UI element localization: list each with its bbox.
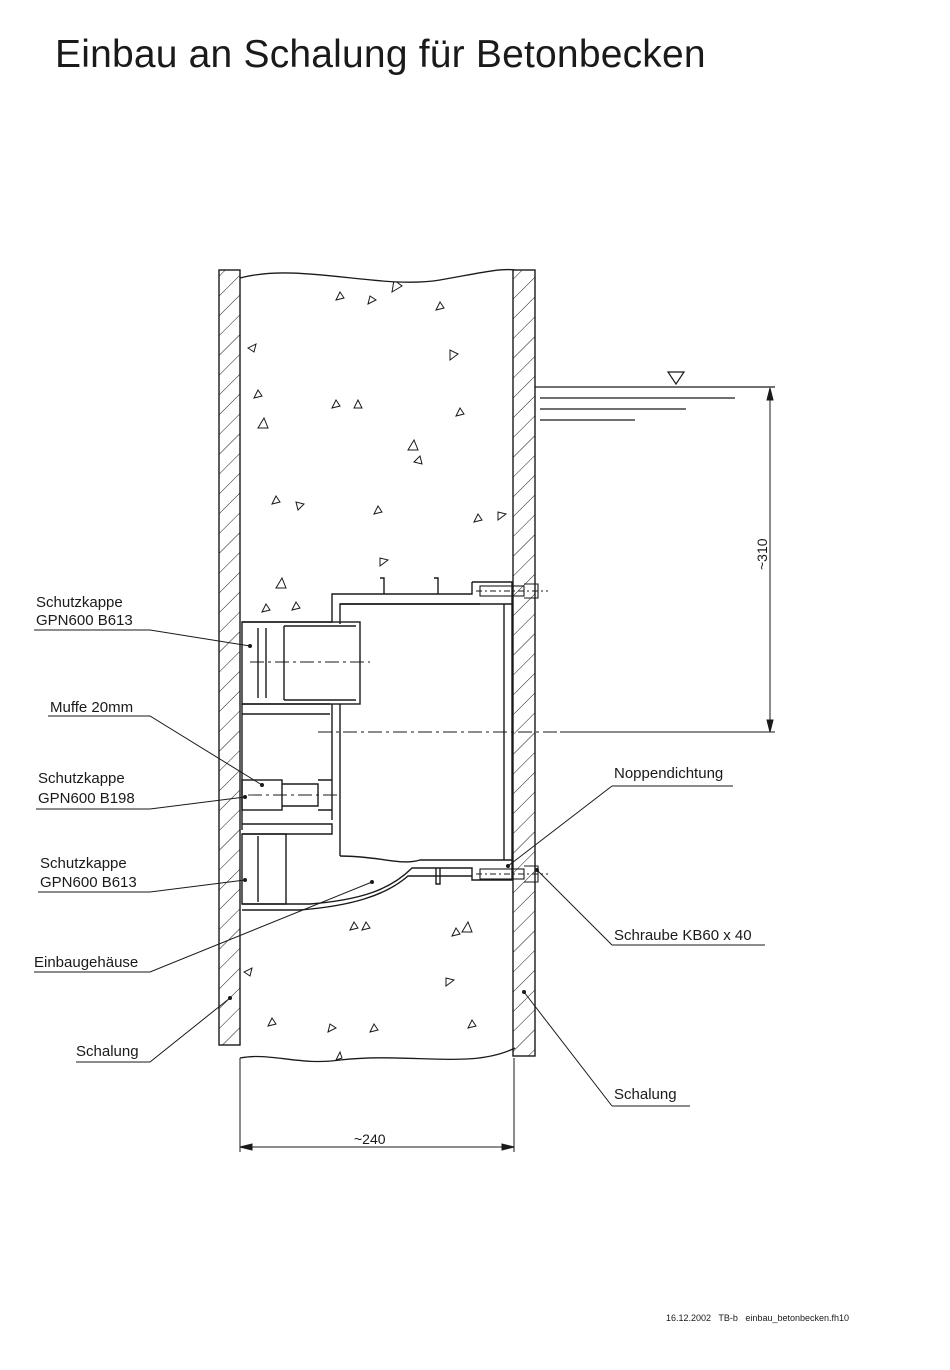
footer-file: einbau_betonbecken.fh10 (745, 1313, 849, 1323)
formwork-left (219, 270, 240, 1045)
installation-housing (242, 578, 512, 910)
concrete-wall (240, 270, 515, 1062)
label-noppendichtung: Noppendichtung (614, 765, 723, 782)
footer: 16.12.2002 TB-b einbau_betonbecken.fh10 (666, 1313, 849, 1323)
leader-dots (228, 644, 539, 1000)
water-level (535, 372, 775, 420)
formwork-right (513, 270, 535, 1056)
label-schutzkappe-top-2: GPN600 B613 (36, 612, 133, 629)
label-schalung-left: Schalung (76, 1043, 139, 1060)
label-schutzkappe-bot-1: Schutzkappe (40, 855, 127, 872)
label-schutzkappe-bot-2: GPN600 B613 (40, 874, 137, 891)
dimension-height (560, 388, 775, 732)
footer-date: 16.12.2002 (666, 1313, 711, 1323)
label-muffe: Muffe 20mm (50, 699, 133, 716)
label-schraube: Schraube KB60 x 40 (614, 927, 752, 944)
footer-ref: TB-b (718, 1313, 738, 1323)
dimension-width-label: ~240 (354, 1131, 386, 1147)
label-schutzkappe-mid-2: GPN600 B198 (38, 790, 135, 807)
leader-lines (34, 630, 765, 1106)
label-schutzkappe-mid-1: Schutzkappe (38, 770, 125, 787)
dimension-height-label: ~310 (754, 538, 770, 570)
label-schutzkappe-top-1: Schutzkappe (36, 594, 123, 611)
label-schalung-right: Schalung (614, 1086, 677, 1103)
label-einbaugehaeuse: Einbaugehäuse (34, 954, 138, 971)
